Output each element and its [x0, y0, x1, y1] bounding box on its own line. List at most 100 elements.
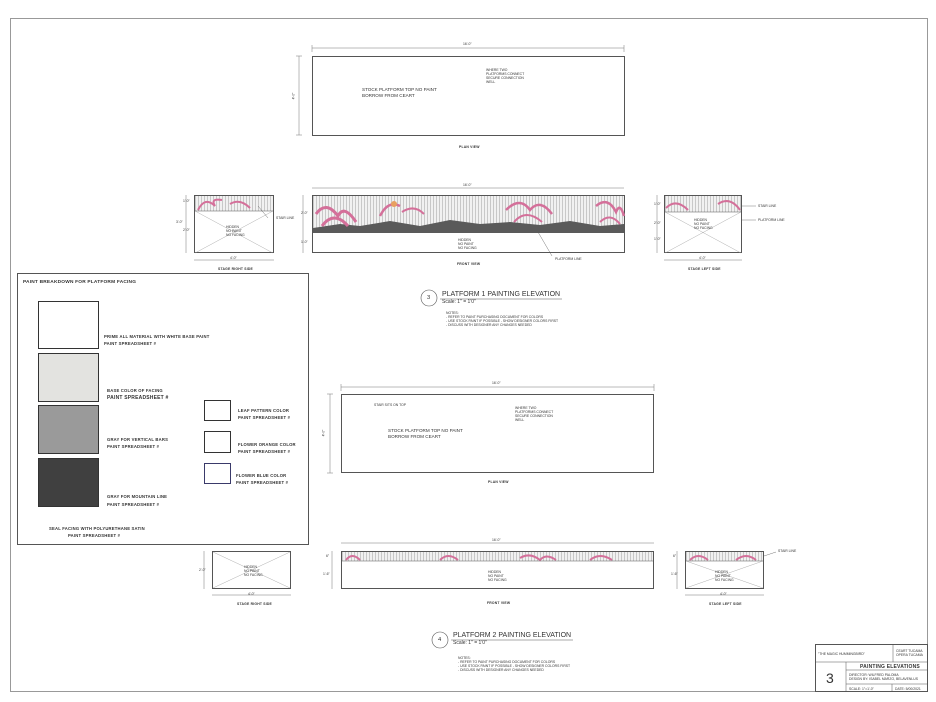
p1-sls-caption: STAGE LEFT SIDE — [688, 267, 721, 271]
p2-plan-stair-note: STAIR SITS ON TOP — [374, 403, 407, 407]
p2-plan-note-1: STOCK PLATFORM TOP NO PAINT — [388, 428, 463, 433]
p2-notes-1: - REFER TO PAINT PURCHASING DOCUMENT FOR… — [458, 660, 556, 664]
tb-show-title: "THE MAGIC HUMMINGBIRD" — [818, 652, 865, 656]
paint-swatch-2 — [38, 353, 99, 402]
p1-plan-caption: PLAN VIEW — [459, 145, 480, 149]
p1-sls-callout-1: STAIR LINE — [758, 204, 777, 208]
tb-credit-1: DIRECTOR: WILFRED PALOMA — [849, 673, 899, 677]
p1-srs-hidden-1: HIDDEN — [226, 225, 239, 229]
p2-notes-3: - DISCUSS WITH DESIGNER ANY CHANGES NEED… — [458, 668, 544, 672]
p1-sls-hidden-3: NO FACING — [694, 226, 713, 230]
p1-plan-connect-4: WELL — [486, 80, 496, 84]
p2-sls-hidden-2: NO PAINT — [715, 574, 731, 578]
p2-front-hidden-2: NO PAINT — [488, 574, 504, 578]
p1-sls-hidden-1: HIDDEN — [694, 218, 707, 222]
p2-srs-hidden-2: NO PAINT — [244, 569, 260, 573]
p1-sls-d2: 2'-0" — [654, 221, 661, 225]
paint-item-3-line2: PAINT SPREADSHEET # — [107, 444, 160, 449]
p2-front-hidden-3: NO FACING — [488, 578, 507, 582]
p1-plan-note-2: BORROW FROM CEART — [362, 93, 415, 98]
p1-front-hidden-2: NO PAINT — [458, 242, 474, 246]
p1-front-h2: 1'-0" — [301, 240, 308, 244]
paint-item-4-line2: PAINT SPREADSHEET # — [107, 502, 160, 507]
p2-front-caption: FRONT VIEW — [487, 601, 511, 605]
paint-small-2-line2: PAINT SPREADSHEET # — [238, 449, 291, 454]
p1-srs-hidden-2: NO PAINT — [226, 229, 242, 233]
p2-notes-0: NOTES: — [458, 656, 471, 660]
p2-title-num: 4 — [438, 637, 442, 643]
p1-front-callout: PLATFORM LINE — [555, 257, 582, 261]
p1-srs-d2: 2'-0" — [183, 228, 190, 232]
p1-plan-connect-1: WHERE TWO — [486, 68, 508, 72]
paint-item-2-line2: PAINT SPREADSHEET # — [107, 395, 169, 401]
p2-front-width-dim: 16'-0" — [492, 538, 501, 542]
p2-notes-2: - USE STOCK PAINT IF POSSIBLE - SHOW DES… — [458, 664, 571, 668]
p1-scale: Scale: 1" = 1'0" — [442, 299, 476, 305]
p1-srs-hidden-3: NO FACING — [226, 233, 245, 237]
tb-scale: SCALE: 1"=1'-0" — [849, 687, 874, 691]
tb-date: DATE: 5/00/2021 — [895, 687, 921, 691]
p2-sls-caption: STAGE LEFT SIDE — [709, 602, 742, 606]
paint-small-3-line2: PAINT SPREADSHEET # — [236, 480, 289, 485]
paint-swatch-4 — [38, 458, 99, 507]
p2-plan-connect-1: WHERE TWO — [515, 406, 537, 410]
p1-sls-facing — [665, 196, 741, 212]
p1-sls-d3: 1'-0" — [654, 237, 661, 241]
p2-sls-width-dim: 4'-0" — [720, 592, 727, 596]
p1-notes-3: - DISCUSS WITH DESIGNER ANY CHANGES NEED… — [446, 323, 532, 327]
p1-plan-note-1: STOCK PLATFORM TOP NO PAINT — [362, 87, 437, 92]
p2-sls-callout: STAIR LINE — [778, 549, 797, 553]
p2-srs-hidden-1: HIDDEN — [244, 565, 257, 569]
paint-small-2-line1: FLOWER ORANGE COLOR — [238, 442, 296, 447]
p2-plan-width-dim: 16'-0" — [492, 381, 501, 385]
p1-sls-hidden-2: NO PAINT — [694, 222, 710, 226]
p1-front-hidden-3: NO FACING — [458, 246, 477, 250]
p1-notes-1: - REFER TO PAINT PURCHASING DOCUMENT FOR… — [446, 315, 544, 319]
p2-srs-d1: 2'-0" — [199, 568, 206, 572]
p2-sls-d2: 1'-6" — [671, 572, 678, 576]
p1-front-width-dim: 16'-0" — [463, 183, 472, 187]
p1-plan-view — [312, 56, 625, 136]
drawing-sheet-border — [10, 18, 928, 692]
p1-srs-d1: 1'-0" — [183, 199, 190, 203]
tb-org-1: CEART TUCAMA — [896, 649, 923, 653]
p2-plan-caption: PLAN VIEW — [488, 480, 509, 484]
paint-swatch-flower-orange — [204, 431, 231, 453]
p1-plan-width-dim: 16'-0" — [463, 42, 472, 46]
paint-item-3-line1: GRAY FOR VERTICAL BARS — [107, 437, 169, 442]
paint-swatch-leaf — [204, 400, 231, 421]
p2-srs-width-dim: 4'-0" — [248, 592, 255, 596]
p1-sls-callout-2: PLATFORM LINE — [758, 218, 785, 222]
p1-front-hidden-1: HIDDEN — [458, 238, 471, 242]
tb-sheet-num: 3 — [826, 670, 834, 686]
p1-notes-2: - USE STOCK PAINT IF POSSIBLE - SHOW DES… — [446, 319, 559, 323]
p2-front-hidden-1: HIDDEN — [488, 570, 501, 574]
paint-item-4-line1: GRAY FOR MOUNTAIN LINE — [107, 494, 168, 499]
tb-org-2: OPERA TUCAMA — [896, 653, 923, 657]
p2-sls-hidden-1: HIDDEN — [715, 570, 728, 574]
paint-seal-line1: SEAL FACING WITH POLYURETHANE SATIN — [49, 526, 145, 531]
p1-srs-width-dim: 4'-0" — [230, 256, 237, 260]
tb-sheet-title: PAINTING ELEVATIONS — [860, 664, 920, 670]
paint-item-1-line2: PAINT SPREADSHEET # — [104, 341, 157, 346]
paint-item-1-line1: PRIME ALL MATERIAL WITH WHITE BASE PAINT — [104, 334, 210, 339]
paint-small-1-line1: LEAF PATTERN COLOR — [238, 408, 290, 413]
p2-title: PLATFORM 2 PAINTING ELEVATION — [453, 632, 572, 639]
p2-front-h2: 1'-6" — [323, 572, 330, 576]
p2-plan-note-2: BORROW FROM CEART — [388, 434, 441, 439]
paint-seal-line2: PAINT SPREADSHEET # — [68, 533, 121, 538]
title-block — [815, 644, 928, 692]
p1-front-caption: FRONT VIEW — [457, 262, 481, 266]
p2-plan-view — [341, 394, 654, 473]
p2-plan-connect-4: WELL — [515, 418, 525, 422]
p1-srs-caption: STAGE RIGHT SIDE — [218, 267, 253, 271]
p1-srs-d3: 3'-0" — [176, 220, 183, 224]
